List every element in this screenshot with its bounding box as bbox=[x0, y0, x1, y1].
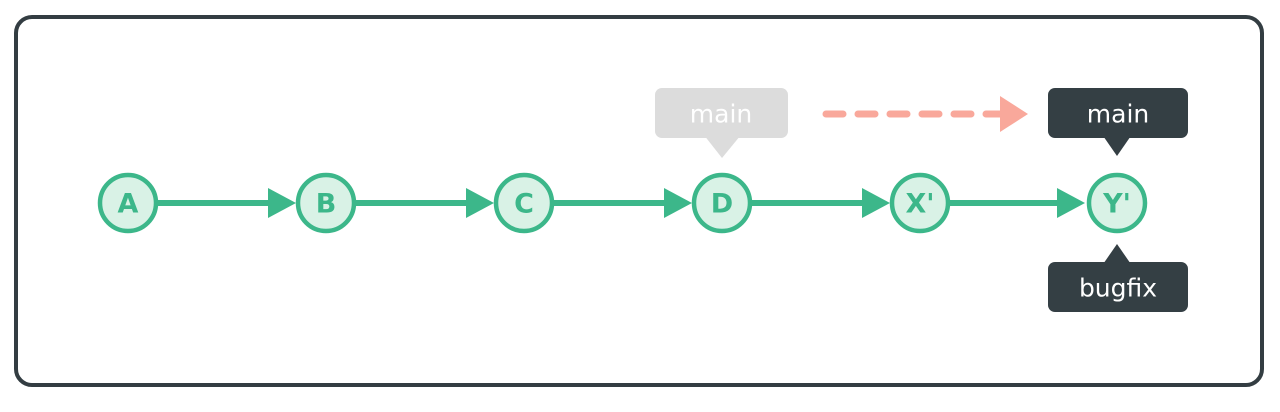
commit-node-x-prime[interactable]: X' bbox=[889, 172, 951, 234]
commit-node-a[interactable]: A bbox=[97, 172, 159, 234]
edge-x-prime-y-prime bbox=[950, 188, 1085, 218]
commit-node-b[interactable]: B bbox=[295, 172, 357, 234]
tag-bugfix[interactable]: bugfix bbox=[1048, 244, 1188, 312]
edge-d-x-prime bbox=[752, 188, 890, 218]
tag-main-new-box bbox=[1048, 88, 1188, 138]
commit-circle-y-prime bbox=[1086, 172, 1148, 234]
main-branch-move-arrow bbox=[822, 96, 1028, 132]
commit-label-b: B bbox=[316, 189, 337, 220]
tag-main-new[interactable]: main bbox=[1048, 88, 1188, 156]
tag-bugfix-box bbox=[1048, 262, 1188, 312]
tag-main-new-label: main bbox=[1087, 100, 1149, 129]
tag-bugfix-label: bugfix bbox=[1079, 274, 1157, 303]
commit-circle-d bbox=[691, 172, 753, 234]
edge-b-c bbox=[356, 188, 494, 218]
commit-circle-b bbox=[295, 172, 357, 234]
edge-a-b bbox=[158, 188, 296, 218]
commit-circle-a bbox=[97, 172, 159, 234]
edge-c-d bbox=[554, 188, 692, 218]
commit-label-y-prime: Y' bbox=[1102, 189, 1131, 220]
commit-node-d[interactable]: D bbox=[691, 172, 753, 234]
commit-node-y-prime[interactable]: Y' bbox=[1086, 172, 1148, 234]
commit-node-c[interactable]: C bbox=[493, 172, 555, 234]
commit-label-c: C bbox=[514, 189, 534, 220]
commit-label-a: A bbox=[118, 189, 139, 220]
commit-label-d: D bbox=[711, 189, 733, 220]
tag-main-old-box bbox=[655, 88, 788, 138]
tag-main-old-label: main bbox=[690, 100, 752, 129]
tag-main-old[interactable]: main bbox=[655, 88, 788, 158]
commit-label-x-prime: X' bbox=[905, 189, 934, 220]
commit-circle-x-prime bbox=[889, 172, 951, 234]
commit-circle-c bbox=[493, 172, 555, 234]
